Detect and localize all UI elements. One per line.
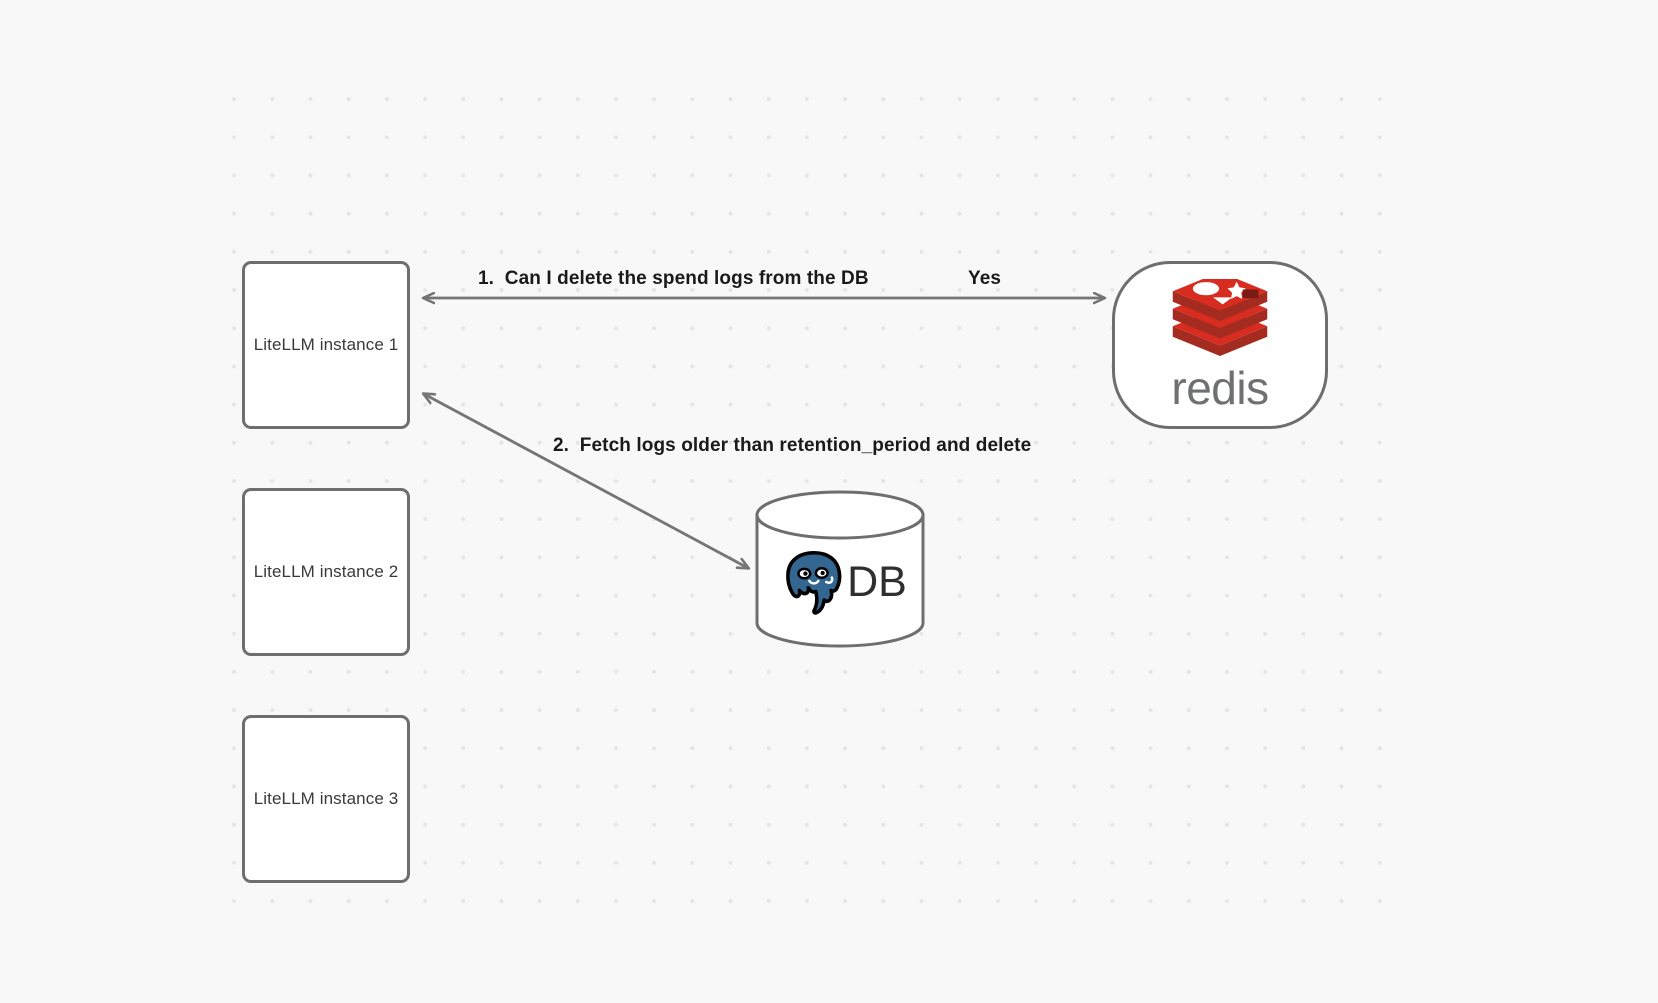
edge-label-step-1: 1. Can I delete the spend logs from the …	[478, 268, 869, 289]
node-label: LiteLLM instance 1	[253, 335, 399, 354]
edge-label-answer-yes: Yes	[968, 268, 1002, 289]
node-litellm-instance-1[interactable]: LiteLLM instance 1	[242, 261, 410, 429]
node-label: LiteLLM instance 2	[253, 562, 399, 581]
node-redis[interactable]: redis	[1112, 261, 1328, 429]
node-db[interactable]: DB	[754, 489, 926, 649]
redis-wordmark: redis	[1171, 362, 1269, 414]
dot-grid-background	[210, 66, 1415, 906]
db-label: DB	[847, 557, 907, 606]
postgresql-elephant-icon	[786, 550, 842, 615]
redis-stack-icon	[1172, 279, 1268, 356]
edge-label-step-2: 2. Fetch logs older than retention_perio…	[553, 435, 1032, 456]
node-label: LiteLLM instance 3	[253, 789, 399, 808]
redis-logo: redis	[1164, 279, 1276, 411]
node-litellm-instance-3[interactable]: LiteLLM instance 3	[242, 715, 410, 883]
node-litellm-instance-2[interactable]: LiteLLM instance 2	[242, 488, 410, 656]
edge-litellm1-db	[424, 394, 748, 568]
